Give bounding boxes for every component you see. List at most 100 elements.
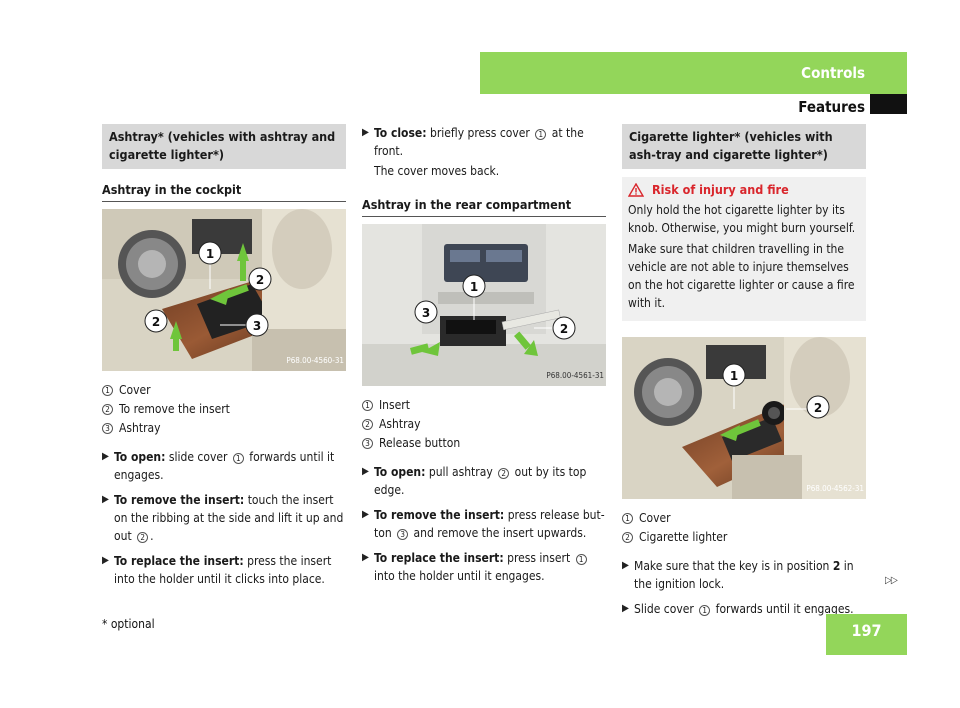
subheading: Ashtray in the cockpit	[102, 181, 346, 202]
callout-number: 1	[102, 385, 113, 396]
section-title: Cigarette lighter* (vehicles with ash-tr…	[622, 124, 866, 169]
step-arrow-icon: ▶	[622, 603, 629, 614]
svg-text:3: 3	[253, 319, 261, 333]
instruction-step: ▶ Make sure that the key is in position …	[622, 557, 866, 593]
step-text: pull ashtray	[425, 465, 497, 479]
step-label: To remove the insert:	[374, 508, 505, 522]
step-text: out by its top edge.	[374, 465, 587, 497]
image-code: P68.00-4561-31	[546, 371, 604, 380]
svg-text:2: 2	[152, 315, 160, 329]
step-arrow-icon: ▶	[622, 560, 629, 571]
image-code: P68.00-4562-31	[806, 484, 864, 493]
legend-item: 1 Cover	[102, 381, 346, 400]
callout-number: 2	[362, 419, 373, 430]
step-text: forwards until it engages.	[712, 602, 854, 616]
step-label: To open:	[114, 450, 166, 464]
legend-text: Ashtray	[379, 417, 421, 431]
step-arrow-icon: ▶	[362, 127, 369, 138]
section-title: Ashtray* (vehicles with ashtray and ciga…	[102, 124, 346, 169]
legend-item: 2 Ashtray	[362, 415, 606, 434]
legend-text: Release button	[379, 436, 461, 450]
callout-number: 1	[362, 400, 373, 411]
callout-ref: 3	[397, 529, 409, 540]
step-text: in the ignition lock.	[634, 559, 854, 591]
warning-text: Make sure that children travelling in th…	[628, 242, 855, 310]
step-label: To replace the insert:	[114, 554, 244, 568]
step-label: To replace the insert:	[374, 551, 504, 565]
callout-ref: 1	[232, 453, 244, 464]
legend-list: 1 Insert 2 Ashtray 3 Release button	[362, 396, 606, 453]
chapter-marker	[870, 94, 907, 114]
step-text: at the front.	[374, 126, 584, 158]
image-code: P68.00-4560-31	[286, 356, 344, 365]
callout-ref: 1	[575, 554, 587, 565]
svg-text:2: 2	[560, 322, 568, 336]
section-label: Controls	[801, 64, 865, 82]
warning-text: Only hold the hot cigarette lighter by i…	[628, 203, 856, 235]
step-arrow-icon: ▶	[102, 555, 109, 566]
svg-text:2: 2	[814, 401, 822, 415]
svg-text:3: 3	[422, 306, 430, 320]
callout-ref: 2	[137, 532, 149, 543]
legend-item: 2 Cigarette lighter	[622, 528, 866, 547]
instruction-step: ▶ To replace the insert: press insert 1 …	[362, 549, 606, 585]
legend-text: Ashtray	[119, 421, 161, 435]
step-label: To remove the insert:	[114, 493, 245, 507]
callout-number: 2	[102, 404, 113, 415]
svg-text:1: 1	[470, 280, 478, 294]
instruction-step: ▶ To close: briefly press cover 1 at the…	[362, 124, 606, 180]
key-position: 2	[832, 559, 841, 573]
step-arrow-icon: ▶	[362, 466, 369, 477]
legend-text: To remove the insert	[119, 402, 230, 416]
step-text: press release but-ton	[374, 508, 605, 540]
instruction-step: ▶ To replace the insert: press the inser…	[102, 552, 346, 588]
warning-title-text: Risk of injury and fire	[652, 182, 789, 197]
legend-text: Cover	[119, 383, 151, 397]
legend-item: 2 To remove the insert	[102, 400, 346, 419]
step-text: and remove the insert upwards.	[410, 526, 587, 540]
callout-ref: 1	[699, 605, 711, 616]
step-note: The cover moves back.	[374, 164, 500, 178]
callout-number: 2	[622, 532, 633, 543]
step-arrow-icon: ▶	[102, 494, 109, 505]
step-text: Slide cover	[634, 602, 698, 616]
column-1: Ashtray* (vehicles with ashtray and ciga…	[102, 124, 346, 588]
footnote: * optional	[102, 617, 155, 631]
step-text: press insert	[503, 551, 574, 565]
step-text: into the holder until it engages.	[374, 569, 545, 583]
warning-triangle-icon	[628, 183, 644, 197]
legend-text: Insert	[379, 398, 410, 412]
legend-item: 1 Insert	[362, 396, 606, 415]
svg-text:1: 1	[730, 369, 738, 383]
continued-icon: ▷▷	[885, 575, 898, 586]
photo-rear-ashtray: 1 2 3 P68.00-4561-31	[362, 224, 606, 386]
column-3: Cigarette lighter* (vehicles with ash-tr…	[622, 124, 866, 618]
svg-text:2: 2	[256, 273, 264, 287]
instruction-step: ▶ Slide cover 1 forwards until it engage…	[622, 600, 866, 618]
page-number: 197	[851, 621, 882, 640]
step-text: Make sure that the key is in position	[634, 559, 833, 573]
column-2: ▶ To close: briefly press cover 1 at the…	[362, 124, 606, 585]
step-arrow-icon: ▶	[102, 451, 109, 462]
legend-text: Cigarette lighter	[639, 530, 728, 544]
step-text: slide cover	[165, 450, 231, 464]
callout-number: 3	[362, 438, 373, 449]
instruction-step: ▶ To remove the insert: press release bu…	[362, 506, 606, 542]
legend-text: Cover	[639, 511, 671, 525]
instruction-step: ▶ To remove the insert: touch the insert…	[102, 491, 346, 545]
instruction-step: ▶ To open: slide cover 1 forwards until …	[102, 448, 346, 484]
step-label: To close:	[374, 126, 427, 140]
callout-ref: 2	[498, 468, 510, 479]
svg-text:1: 1	[206, 247, 214, 261]
photo-cockpit-ashtray: 1 2 2 3 P68.00-4560-31	[102, 209, 346, 371]
step-text: .	[150, 529, 154, 543]
step-text: press the insert into the holder until i…	[114, 554, 332, 586]
step-text: touch the insert on the ribbing at the s…	[114, 493, 344, 543]
photo-cigarette-lighter: 1 2 P68.00-4562-31	[622, 337, 866, 499]
legend-item: 3 Release button	[362, 434, 606, 453]
page-number-box	[826, 614, 907, 655]
